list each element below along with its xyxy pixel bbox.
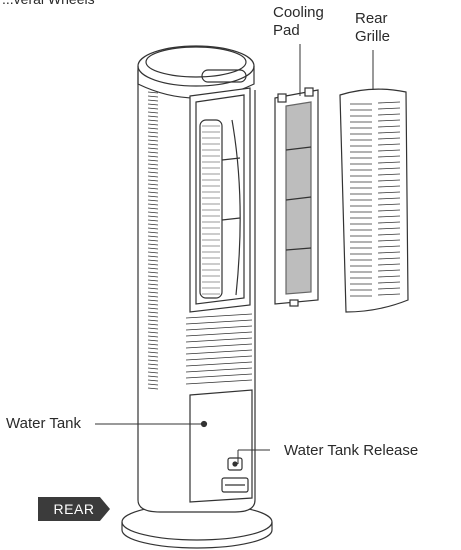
- cooling-pad: [274, 87, 319, 307]
- leader-lines: [95, 44, 374, 464]
- water-tank-release-label: Water Tank Release: [284, 442, 419, 459]
- caption-fragment: ...veral Wheels: [2, 0, 95, 8]
- cooling-pad-label-line1: Cooling: [273, 4, 324, 21]
- side-vents: [147, 91, 159, 390]
- rear-grille-label-line1: Rear: [355, 10, 388, 27]
- tower-body: [137, 45, 256, 513]
- release-pointer-dot: [232, 461, 238, 467]
- water-tank-pointer-dot: [200, 420, 208, 428]
- rear-grille-label-line2: Grille: [355, 28, 391, 45]
- rear-grille: [339, 88, 409, 313]
- water-tank-label: Water Tank: [6, 415, 82, 432]
- rear-badge: REAR: [38, 497, 110, 521]
- cooling-pad-label-line2: Pad: [273, 22, 300, 39]
